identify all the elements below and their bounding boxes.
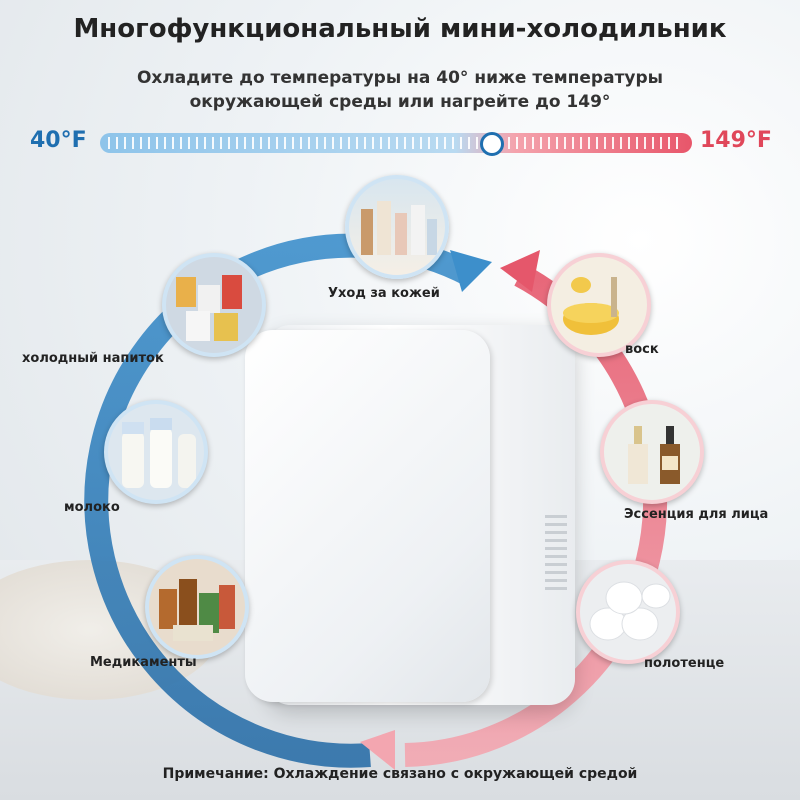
hot-arrow-head <box>500 250 540 292</box>
label-milk: молоко <box>64 500 120 515</box>
min-temperature-label: 40°F <box>30 128 87 153</box>
cold-drink-image <box>162 253 266 357</box>
label-cold-drink: холодный напиток <box>22 351 164 366</box>
temperature-knob <box>480 132 504 156</box>
label-medicine: Медикаменты <box>90 655 197 670</box>
subtitle-line-1: Охладите до температуры на 40° ниже темп… <box>136 68 664 88</box>
medicine-image <box>145 555 249 659</box>
temperature-ticks <box>108 137 684 149</box>
label-wax: воск <box>625 342 659 357</box>
towel-image <box>576 560 680 664</box>
essence-image <box>600 400 704 504</box>
bottom-arrow-head <box>360 730 395 770</box>
label-towel: полотенце <box>644 656 725 671</box>
milk-image <box>104 400 208 504</box>
label-essence: Эссенция для лица <box>624 507 769 522</box>
max-temperature-label: 149°F <box>700 128 772 153</box>
fridge-door <box>245 330 490 702</box>
mini-fridge <box>245 325 575 715</box>
cold-arrow-head <box>450 250 492 292</box>
subtitle-line-2: окружающей среды или нагрейте до 149° <box>189 92 611 112</box>
cold-arc <box>84 233 476 768</box>
page-subtitle: Охладите до температуры на 40° ниже темп… <box>120 66 680 114</box>
label-skincare: Уход за кожей <box>328 286 440 301</box>
footer-note: Примечание: Охлаждение связано с окружаю… <box>162 766 638 782</box>
fridge-vent <box>545 515 567 595</box>
wax-image <box>547 253 651 357</box>
page-title: Многофункциональный мини-холодильник <box>73 14 727 44</box>
skincare-image <box>345 175 449 279</box>
